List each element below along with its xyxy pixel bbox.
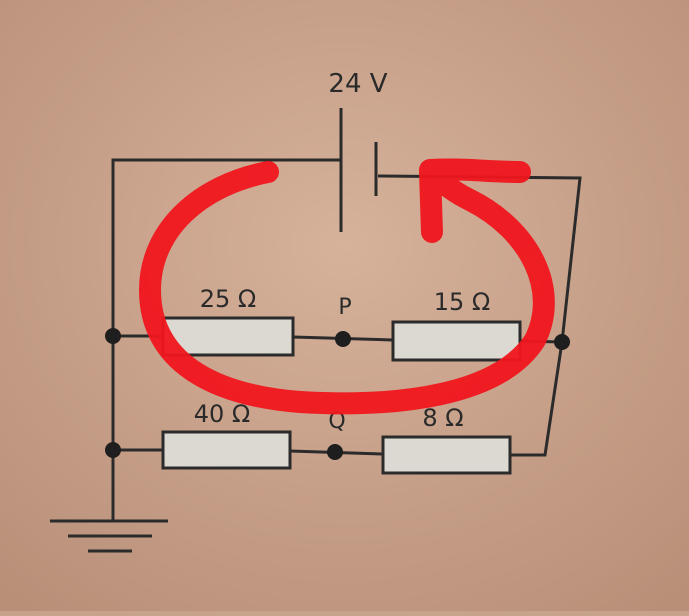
battery: 24 V <box>328 69 388 232</box>
node-q-dot <box>327 444 343 460</box>
resistor-label: 8 Ω <box>422 404 463 432</box>
resistor-15: 15 Ω <box>391 288 522 362</box>
junction-dots <box>105 328 570 460</box>
resistor-label: 15 Ω <box>434 288 491 316</box>
ground-symbol <box>50 519 168 553</box>
resistor-25: 25 Ω <box>161 285 295 357</box>
resistor-label: 40 Ω <box>194 400 251 428</box>
wire-left <box>111 158 340 520</box>
resistor-label: 25 Ω <box>200 285 257 313</box>
resistor-40: 40 Ω <box>161 400 292 470</box>
node-q-label: Q <box>328 409 345 434</box>
resistor-8: 8 Ω <box>381 404 512 475</box>
red-annotation-loop <box>139 158 555 415</box>
wire <box>510 341 564 457</box>
node-p-label: P <box>338 295 351 320</box>
voltage-label: 24 V <box>328 69 387 99</box>
node-p-dot <box>335 331 351 347</box>
